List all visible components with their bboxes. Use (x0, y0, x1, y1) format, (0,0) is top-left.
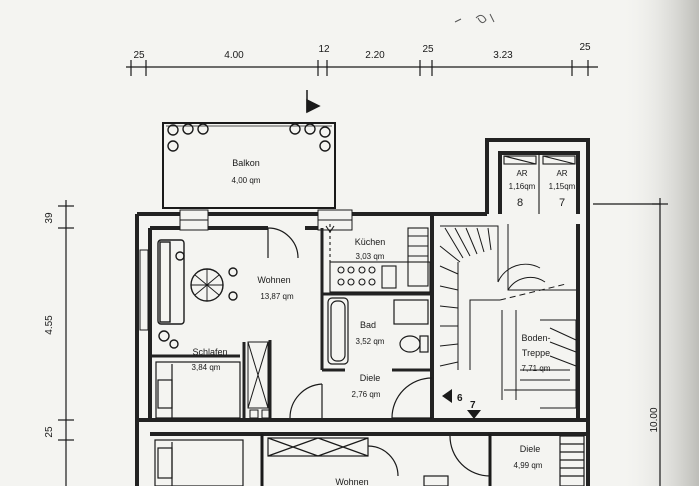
dim-top-2: 4.00 (224, 50, 244, 61)
room-diele-lower-area: 4,99 qm (514, 461, 543, 470)
room-bad-area: 3,52 qm (356, 337, 385, 346)
room-boden-treppe-name-1: Boden- (521, 333, 550, 343)
staircase (439, 224, 577, 409)
door-wohnen (267, 227, 299, 259)
storage-left-number: 8 (517, 197, 523, 209)
balcony-structure (162, 122, 336, 209)
dim-top-7: 25 (579, 42, 591, 53)
room-schlafen-name: Schlafen (192, 347, 227, 357)
left-dimension-line (58, 200, 74, 486)
dim-top-3: 12 (318, 44, 330, 55)
dim-top-6: 3.23 (493, 50, 513, 61)
dim-right-1: 10.00 (649, 407, 660, 432)
dim-left-3: 25 (44, 426, 55, 438)
wohnen-furniture (157, 239, 238, 349)
section-marker-top (306, 90, 321, 114)
room-wohnen-name: Wohnen (257, 275, 290, 285)
section-marker-6 (442, 389, 452, 403)
room-wohnen-lower-name: Wohnen (335, 477, 368, 486)
right-dimension-line (593, 198, 668, 486)
room-balkon-name: Balkon (232, 158, 260, 168)
storage-right-number: 7 (559, 197, 565, 209)
top-windows (139, 209, 353, 331)
top-dimension-line (126, 60, 598, 76)
dim-top-5: 25 (422, 44, 434, 55)
section-marker-7 (467, 410, 481, 419)
room-boden-treppe-name-2: Treppe (522, 348, 550, 358)
dim-left-1: 39 (44, 212, 55, 224)
bathroom-fixtures (327, 297, 429, 365)
room-schlafen-area: 3,84 qm (192, 363, 221, 372)
diele-doors (289, 377, 433, 419)
room-boden-treppe-area: 7,71 qm (522, 364, 551, 373)
exterior-walls (135, 138, 590, 486)
section-label-7: 7 (470, 400, 476, 411)
dim-left-2: 4.55 (44, 315, 55, 335)
handwritten-mark (454, 13, 495, 24)
storage-right-label: AR (556, 169, 567, 178)
storage-rooms (503, 153, 576, 214)
balcony-plants (167, 123, 331, 152)
storage-left-label: AR (516, 169, 527, 178)
room-balkon-area: 4,00 qm (232, 176, 261, 185)
room-kuechen-area: 3,03 qm (356, 252, 385, 261)
room-kuechen-name: Küchen (355, 237, 386, 247)
room-bad-name: Bad (360, 320, 376, 330)
section-label-6: 6 (457, 393, 463, 404)
room-diele-name: Diele (360, 373, 381, 383)
dim-top-1: 25 (133, 50, 145, 61)
schlafen-furniture (155, 361, 241, 419)
dim-top-4: 2.20 (365, 50, 385, 61)
room-diele-area: 2,76 qm (352, 390, 381, 399)
storage-right-area: 1,15qm (549, 182, 576, 191)
storage-left-area: 1,16qm (509, 182, 536, 191)
interior-walls (150, 228, 432, 420)
kitchen-fixtures (325, 224, 431, 293)
storage-cabinet (247, 341, 271, 419)
lower-unit (154, 434, 585, 486)
room-diele-lower-name: Diele (520, 444, 541, 454)
room-wohnen-area: 13,87 qm (260, 292, 294, 301)
